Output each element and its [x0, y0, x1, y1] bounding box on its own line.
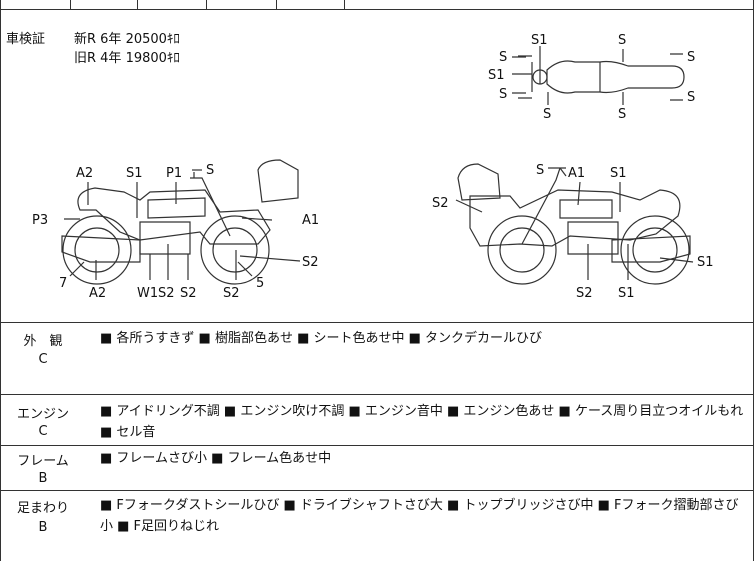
left-label-s: S: [206, 163, 214, 178]
top-label-s-lower: S: [499, 87, 507, 102]
section-divider-3: [0, 490, 754, 491]
section-engine-name: エンジン: [16, 407, 69, 422]
top-label-s: S: [618, 33, 626, 48]
section-suspension-grade: B: [38, 520, 48, 535]
left-label-7: 7: [59, 276, 67, 291]
top-label-s-upper: S: [499, 50, 507, 65]
top-view-bike: [512, 46, 685, 105]
top-tick-3: [206, 0, 207, 9]
section-suspension-text: ■ Fフォークダストシールひび ■ ドライブシャフトさび大 ■ トップブリッジさ…: [100, 498, 739, 534]
diagram-divider: [0, 322, 754, 323]
right-label-s1-bottom: S1: [618, 286, 635, 301]
border-right: [753, 0, 754, 561]
top-label-s-rear-lower: S: [687, 90, 695, 105]
section-engine-text: ■ アイドリング不調 ■ エンジン吹け不調 ■ エンジン音中 ■ エンジン色あせ…: [100, 404, 744, 440]
right-label-s: S: [536, 163, 544, 178]
motorcycle-diagram: S1 S S S1 S S S S S A2 S1 P1 S P3 A1 S2 …: [32, 33, 714, 301]
top-label-s-bottom-2: S: [618, 107, 626, 122]
top-tick-4: [276, 0, 277, 9]
top-label-s1-left: S1: [488, 68, 505, 83]
top-label-s-rear-upper: S: [687, 50, 695, 65]
right-side-bike: [457, 163, 691, 285]
left-label-p1: P1: [166, 166, 182, 181]
top-tick-1: [70, 0, 71, 9]
left-label-a1: A1: [302, 213, 319, 228]
right-label-s2-bottom: S2: [576, 286, 593, 301]
section-frame-grade: B: [38, 471, 48, 486]
inspection-line-old: 旧R 4年 19800ｷﾛ: [74, 51, 180, 66]
left-side-bike: [61, 159, 299, 285]
top-divider: [0, 9, 754, 10]
left-label-s2: S2: [302, 255, 319, 270]
border-left: [0, 0, 1, 561]
top-tick-2: [137, 0, 138, 9]
section-exterior-grade: C: [38, 352, 48, 367]
left-label-a2: A2: [76, 166, 93, 181]
section-divider-1: [0, 394, 754, 395]
top-tick-5: [344, 0, 345, 9]
inspection-line-new: 新R 6年 20500ｷﾛ: [74, 32, 180, 47]
top-label-s-bottom-1: S: [543, 107, 551, 122]
left-label-5: 5: [256, 276, 264, 291]
section-suspension-name: 足まわり: [16, 501, 69, 516]
section-frame-name: フレーム: [17, 454, 69, 469]
section-exterior-name: 外 観: [23, 334, 63, 349]
section-divider-2: [0, 445, 754, 446]
left-label-s1: S1: [126, 166, 143, 181]
section-exterior-text: ■ 各所うすきず ■ 樹脂部色あせ ■ シート色あせ中 ■ タンクデカールひび: [100, 331, 543, 346]
left-label-a2-bottom: A2: [89, 286, 106, 301]
left-label-p3: P3: [32, 213, 48, 228]
left-label-w1: W1: [137, 286, 158, 301]
right-label-a1: A1: [568, 166, 585, 181]
section-engine-grade: C: [38, 424, 48, 439]
left-label-s2-a: S2: [158, 286, 175, 301]
inspection-label: 車検証: [6, 32, 46, 47]
left-label-s2-b: S2: [180, 286, 197, 301]
right-label-s2: S2: [432, 196, 449, 211]
section-frame-text: ■ フレームさび小 ■ フレーム色あせ中: [100, 451, 332, 466]
top-label-s1: S1: [531, 33, 548, 48]
right-label-s1-rear: S1: [697, 255, 714, 270]
left-label-s2-c: S2: [223, 286, 240, 301]
right-label-s1: S1: [610, 166, 627, 181]
